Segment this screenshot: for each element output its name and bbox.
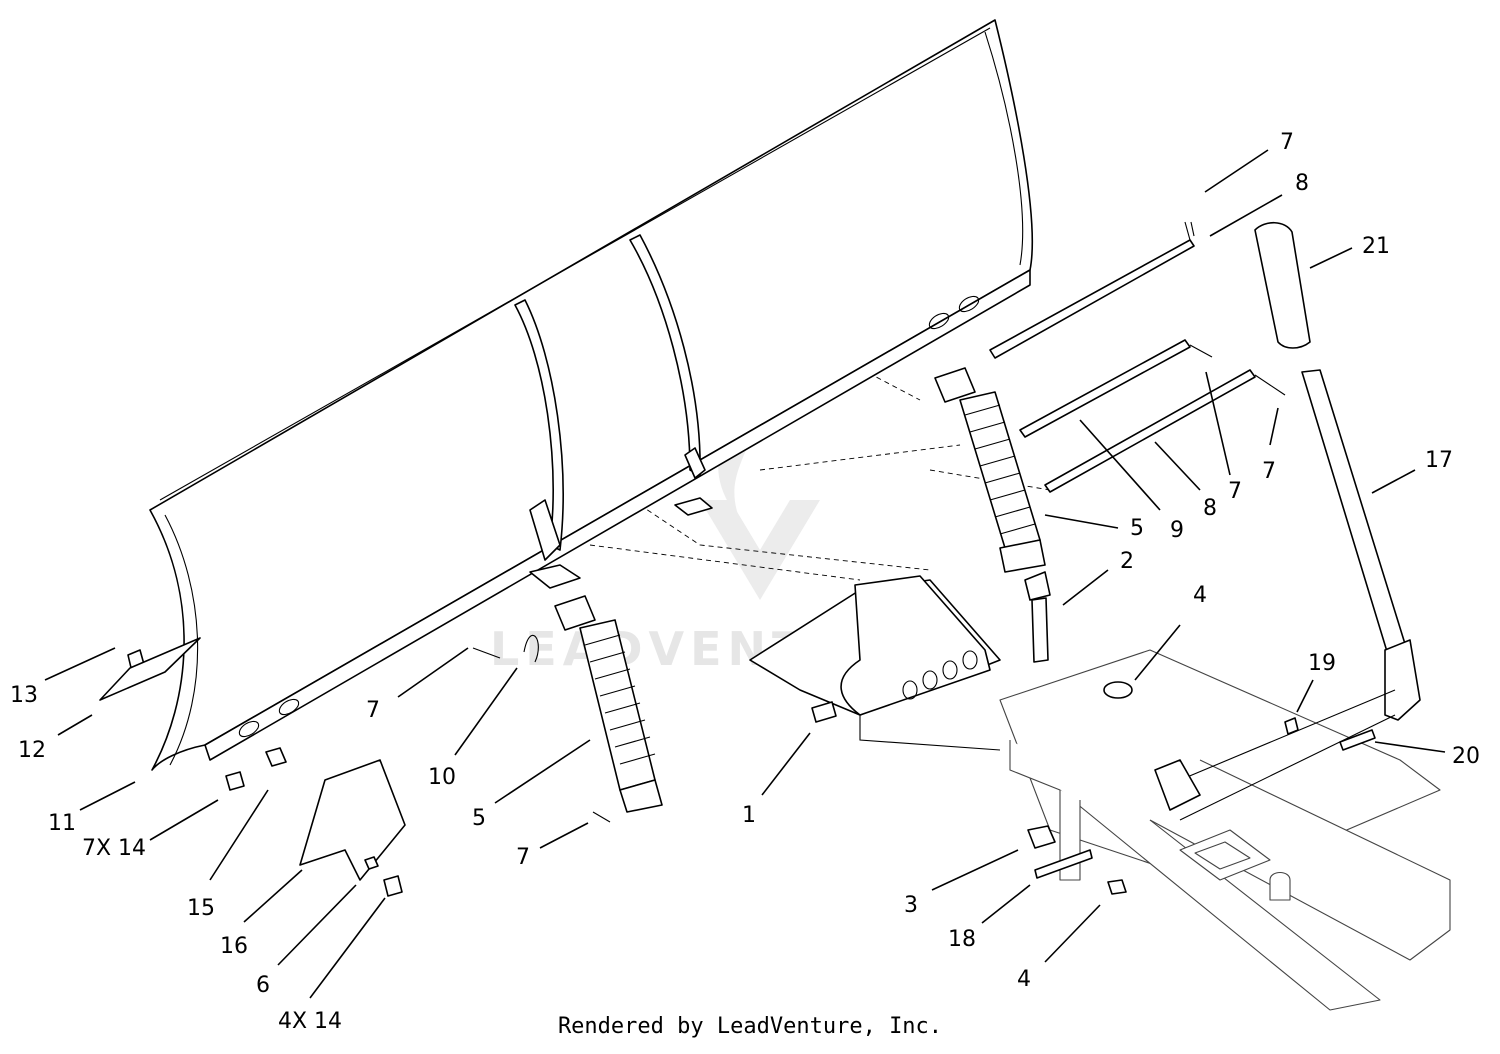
callout-18: 18 xyxy=(948,927,976,952)
callout-labels: 7 8 21 17 7 7 8 9 5 2 4 19 20 13 12 11 7… xyxy=(10,130,1480,1034)
callout-7: 7 xyxy=(516,845,530,870)
callout-5: 5 xyxy=(1130,516,1144,541)
callout-15: 15 xyxy=(187,896,215,921)
spring-left xyxy=(554,595,663,813)
callout-19: 19 xyxy=(1308,651,1336,676)
lift-lever xyxy=(1254,221,1421,721)
tractor-frame xyxy=(999,649,1451,1011)
plow-blade xyxy=(149,19,1034,771)
callout-8: 8 xyxy=(1295,171,1309,196)
callout-21: 21 xyxy=(1362,234,1390,259)
callout-7: 7 xyxy=(1228,479,1242,504)
callout-10: 10 xyxy=(428,765,456,790)
callout-1: 1 xyxy=(742,803,756,828)
callout-6: 6 xyxy=(256,973,270,998)
lift-rod xyxy=(1154,689,1396,821)
bolt-18 xyxy=(1034,849,1093,879)
callout-16: 16 xyxy=(220,934,248,959)
spring-right xyxy=(934,367,1046,573)
skid-shoe-hardware xyxy=(99,637,406,897)
pivot-bracket xyxy=(749,575,1001,751)
callout-9: 9 xyxy=(1170,518,1184,543)
pivot-rod xyxy=(989,221,1195,359)
callout-11: 11 xyxy=(48,811,76,836)
blade-bolt-slots xyxy=(238,295,980,738)
washer-4-upper xyxy=(1103,681,1133,699)
callout-4: 4 xyxy=(1193,583,1207,608)
callout-7: 7 xyxy=(366,698,380,723)
callout-3: 3 xyxy=(904,893,918,918)
cotter-pin-7-d xyxy=(472,647,501,659)
render-credit: Rendered by LeadVenture, Inc. xyxy=(557,1014,943,1039)
callout-17: 17 xyxy=(1425,448,1453,473)
callout-5: 5 xyxy=(472,806,486,831)
cotter-pin-7-e xyxy=(592,811,611,823)
hairpin-10 xyxy=(523,634,539,663)
short-rods xyxy=(1019,339,1286,493)
callout-12: 12 xyxy=(18,738,46,763)
callout-20: 20 xyxy=(1452,744,1480,769)
callout-4: 4 xyxy=(1017,967,1031,992)
pivot-bolt xyxy=(1024,571,1051,663)
callout-8: 8 xyxy=(1203,496,1217,521)
callout-2: 2 xyxy=(1120,549,1134,574)
nut-3 xyxy=(1027,825,1056,849)
callout-4x14: 4X 14 xyxy=(278,1009,342,1034)
callout-7: 7 xyxy=(1280,130,1294,155)
leader-lines xyxy=(44,149,1446,999)
callout-13: 13 xyxy=(10,683,38,708)
callout-7: 7 xyxy=(1262,459,1276,484)
nut-4-lower xyxy=(1107,879,1127,895)
callout-7x14: 7X 14 xyxy=(82,836,146,861)
blade-ribs xyxy=(514,234,706,561)
